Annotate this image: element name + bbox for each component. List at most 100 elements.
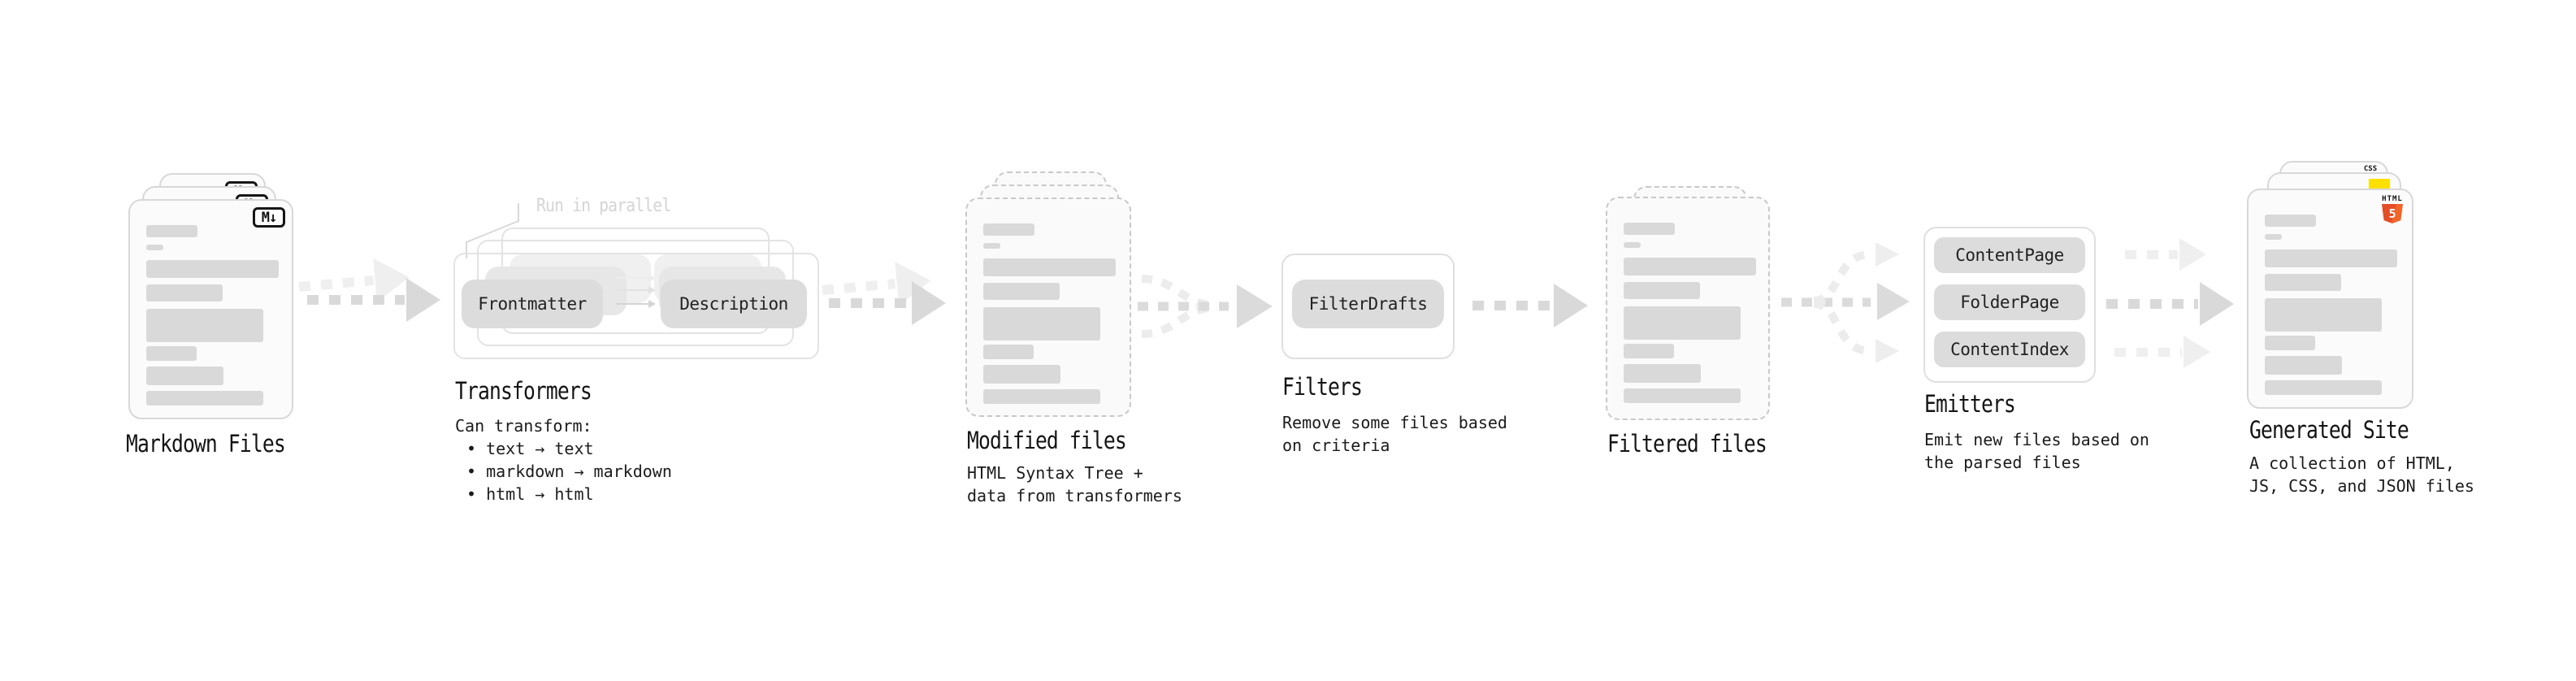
modified-files-title: Modified files xyxy=(967,427,1127,454)
transformers-title: Transformers xyxy=(455,377,592,405)
transformers-desc-heading: Can transform: xyxy=(455,416,592,436)
arrow-dashes xyxy=(2106,299,2198,309)
arrow-dashes xyxy=(1472,301,1552,310)
filters-desc-line: Remove some files based xyxy=(1282,413,1507,432)
placeholder-bar xyxy=(2265,336,2315,350)
generated-site-title: Generated Site xyxy=(2249,416,2409,444)
html5-shield: 5 xyxy=(2382,204,2403,223)
placeholder-bar xyxy=(983,258,1116,276)
placeholder-bar xyxy=(983,223,1034,236)
folderpage-pill: FolderPage xyxy=(1934,284,2085,320)
emitters-title: Emitters xyxy=(1924,390,2016,418)
placeholder-bar xyxy=(146,225,197,237)
emitters-description: Emit new files based on the parsed files xyxy=(1924,428,2149,474)
placeholder-bar xyxy=(1624,258,1756,275)
arrow-dashes xyxy=(2125,249,2178,259)
frontmatter-pill: Frontmatter xyxy=(462,280,603,328)
transformers-bullet: • markdown → markdown xyxy=(466,462,672,481)
placeholder-bar xyxy=(2265,234,2282,240)
placeholder-bar xyxy=(1624,388,1741,403)
placeholder-bar xyxy=(2265,249,2397,267)
run-in-parallel-label: Run in parallel xyxy=(536,196,671,216)
placeholder-bar xyxy=(1624,306,1741,340)
placeholder-bar xyxy=(983,365,1060,384)
emitters-box: ContentPage FolderPage ContentIndex xyxy=(1923,227,2096,383)
modified-files-desc-line: data from transformers xyxy=(967,486,1182,505)
arrow-markdown-to-transformers xyxy=(307,278,440,322)
markdown-file-card-front: M↓ xyxy=(128,199,293,419)
arrowhead xyxy=(1877,283,1910,320)
generated-site-description: A collection of HTML, JS, CSS, and JSON … xyxy=(2249,452,2474,497)
transformer-container-front xyxy=(453,253,819,359)
placeholder-bar xyxy=(146,346,197,361)
arrowhead xyxy=(912,281,946,325)
placeholder-bar xyxy=(983,389,1100,404)
placeholder-bar xyxy=(2265,274,2341,291)
filtered-file-card-front xyxy=(1606,197,1770,420)
placeholder-bar xyxy=(2265,215,2316,227)
filters-box: FilterDrafts xyxy=(1281,254,1455,359)
arrowhead xyxy=(2200,282,2234,326)
generated-site-desc-line: JS, CSS, and JSON files xyxy=(2249,476,2474,496)
filters-title: Filters xyxy=(1282,373,1363,401)
arrowhead xyxy=(1554,284,1588,327)
arrowhead xyxy=(406,278,440,322)
arrow-filtered-to-emitters xyxy=(1781,242,1910,363)
placeholder-bar xyxy=(983,243,1000,249)
description-pill: Description xyxy=(661,280,807,328)
placeholder-bar xyxy=(983,307,1100,340)
filters-desc-line: on criteria xyxy=(1282,436,1390,455)
html-file-card: HTML 5 xyxy=(2247,189,2413,409)
transformers-description: Can transform: • text → text • markdown … xyxy=(455,414,672,505)
arrow-transformers-to-modified xyxy=(829,281,946,325)
markdown-icon-label: M↓ xyxy=(261,209,278,226)
arrowhead xyxy=(1237,284,1273,328)
placeholder-bar xyxy=(146,260,279,278)
arrow-emitters-to-site-middle xyxy=(2106,282,2234,326)
placeholder-bar xyxy=(1624,344,1674,358)
transformer-step-arrow-front xyxy=(616,300,656,308)
placeholder-bar xyxy=(146,309,263,342)
arrow-dashes xyxy=(2114,347,2182,357)
arrow-emitters-to-site-top xyxy=(2125,238,2206,271)
placeholder-bar xyxy=(1624,282,1700,299)
transformers-bullet: • html → html xyxy=(466,484,594,504)
placeholder-bar xyxy=(1624,242,1641,248)
modified-file-card-front xyxy=(965,197,1131,417)
arrowhead xyxy=(1876,339,1899,363)
filtered-files-title: Filtered files xyxy=(1607,430,1767,458)
arrow-filters-to-filtered xyxy=(1472,284,1588,327)
arrow-dashes xyxy=(307,295,405,305)
run-in-parallel-leader-line xyxy=(466,203,519,258)
placeholder-bar xyxy=(2265,298,2382,332)
placeholder-bar xyxy=(146,245,163,250)
transformer-step-arrow-back xyxy=(616,274,656,282)
arrowhead xyxy=(1876,242,1899,267)
markdown-files-title: Markdown Files xyxy=(126,430,286,458)
arrowhead xyxy=(2184,336,2210,368)
generated-site-desc-line: A collection of HTML, xyxy=(2249,453,2455,473)
placeholder-bar xyxy=(2265,356,2342,375)
emitters-desc-line: Emit new files based on xyxy=(1924,430,2149,449)
js-icon xyxy=(2369,179,2390,189)
arrow-emitters-to-site-bottom xyxy=(2114,336,2210,368)
placeholder-bar xyxy=(2265,380,2382,395)
transformers-bullet: • text → text xyxy=(466,439,594,458)
arrow-dashes xyxy=(829,298,910,308)
html5-icon-label: HTML xyxy=(2382,195,2403,203)
placeholder-bar xyxy=(983,345,1034,359)
arrowhead xyxy=(2179,238,2206,271)
emitters-desc-line: the parsed files xyxy=(1924,453,2081,472)
markdown-icon: M↓ xyxy=(253,207,285,228)
placeholder-bar xyxy=(146,367,223,385)
placeholder-bar xyxy=(146,391,263,406)
modified-files-description: HTML Syntax Tree + data from transformer… xyxy=(967,462,1182,507)
modified-files-desc-line: HTML Syntax Tree + xyxy=(967,463,1143,483)
filters-description: Remove some files based on criteria xyxy=(1282,411,1507,457)
html5-icon: HTML 5 xyxy=(2381,195,2404,223)
arrow-modified-to-filters xyxy=(1138,275,1273,338)
contentindex-pill: ContentIndex xyxy=(1934,332,2085,367)
contentpage-pill: ContentPage xyxy=(1934,237,2085,273)
placeholder-bar xyxy=(1624,223,1675,235)
